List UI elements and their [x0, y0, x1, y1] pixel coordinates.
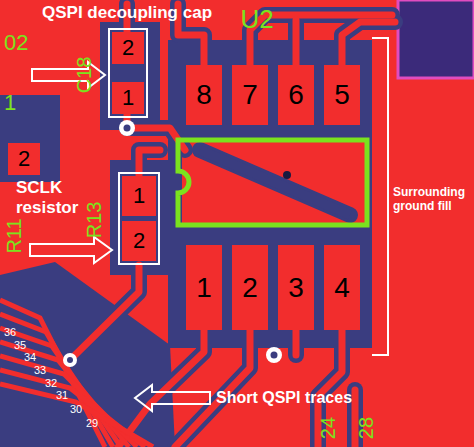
- label-holder: 33: [34, 364, 46, 377]
- reference-designator: 02: [4, 30, 28, 55]
- ic-outline-stroke: [178, 140, 367, 225]
- label-holder: 32: [45, 377, 57, 390]
- callout-text: QSPI decoupling cap: [42, 3, 212, 23]
- smd-pad: 2: [112, 32, 144, 64]
- callout-text: Short QSPI traces: [216, 389, 352, 407]
- callout-arrow: [30, 237, 112, 263]
- label-holder: 02: [4, 30, 28, 55]
- bracket: [372, 38, 388, 355]
- capacitor-outline: C1821: [108, 28, 148, 118]
- pin-number: 24: [317, 417, 340, 439]
- resistor-outline: R1312: [118, 172, 160, 265]
- designator: R13: [83, 202, 105, 239]
- pin-number: 34: [24, 351, 36, 364]
- smd-pad: 2: [8, 143, 40, 175]
- pin-number: 29: [86, 417, 98, 430]
- via: [63, 120, 282, 367]
- label-holder: Short QSPI traces: [216, 389, 352, 407]
- label-holder: 30: [70, 403, 82, 416]
- pin-number: 32: [45, 377, 57, 390]
- pin-number: 6: [288, 81, 304, 109]
- callout-arrow: [135, 385, 210, 411]
- pin-number: 1: [122, 87, 134, 109]
- reference-designator: R11: [3, 218, 26, 253]
- label-holder: 31: [56, 389, 68, 402]
- designator: U2: [240, 4, 273, 34]
- copper-pour: [182, 142, 366, 224]
- ic-pad: 6: [278, 65, 314, 125]
- copper-trace: [70, 4, 395, 447]
- pin-number: 2: [133, 230, 145, 252]
- pin-number: 31: [56, 389, 68, 402]
- pin-number: 28: [355, 417, 378, 439]
- smd-pad: 1: [112, 82, 144, 114]
- trace-clearance: [200, 150, 350, 215]
- smd-pad: 2: [122, 221, 156, 261]
- label-holder: 35: [14, 339, 26, 352]
- pin-number: 2: [242, 274, 258, 302]
- pin-number: 3: [288, 274, 304, 302]
- reference-designator: 1: [4, 90, 16, 115]
- pin-number: 36: [4, 326, 16, 339]
- label-holder: 28: [355, 417, 378, 439]
- pin-number: 7: [242, 81, 258, 109]
- pin-marker: [283, 171, 291, 179]
- label-holder: 34: [24, 351, 36, 364]
- clearance-area: [168, 40, 372, 348]
- designator: C18: [73, 57, 95, 94]
- callout-text: Surrounding ground fill: [393, 186, 469, 214]
- keepout-area: [398, 0, 474, 78]
- pin-number: 1: [196, 274, 212, 302]
- ic-outline: U2: [175, 137, 370, 228]
- label-holder: 1: [4, 90, 16, 115]
- trace-clearance: [70, 4, 395, 447]
- ic-silkscreen: [175, 137, 370, 228]
- pin-number: 35: [14, 339, 26, 352]
- ic-pad: 8: [186, 65, 222, 125]
- label-holder: Surrounding ground fill: [393, 186, 469, 214]
- pin-number: 4: [334, 274, 350, 302]
- ic-pad: 7: [232, 65, 268, 125]
- pin-number: 30: [70, 403, 82, 416]
- designator-holder: R13: [84, 202, 105, 239]
- clearance-area: [100, 22, 168, 275]
- pin-number: 2: [122, 37, 134, 59]
- label-holder: SCLK resistor: [16, 178, 96, 217]
- ic-pad: 4: [324, 245, 360, 330]
- callout-text: SCLK resistor: [16, 178, 96, 217]
- designator-holder: C18: [74, 57, 95, 94]
- label-holder: 29: [86, 417, 98, 430]
- pin-number: 33: [34, 364, 46, 377]
- clearance-area: [0, 262, 175, 447]
- qspi-trace: [0, 370, 145, 447]
- label-holder: 24: [317, 417, 340, 439]
- qspi-trace: [0, 342, 129, 447]
- pin-number: 5: [334, 81, 350, 109]
- smd-pad: 1: [122, 176, 156, 216]
- ic-pad: 1: [186, 245, 222, 330]
- qspi-trace: [0, 384, 153, 447]
- pin-number: 2: [18, 148, 30, 170]
- qspi-trace: [0, 300, 153, 447]
- label-holder: QSPI decoupling cap: [42, 3, 212, 23]
- pin-number: 1: [133, 185, 145, 207]
- label-holder: R11: [3, 218, 26, 253]
- ic-pad: 3: [278, 245, 314, 330]
- ic-pad: 2: [232, 245, 268, 330]
- pin-number: 8: [196, 81, 212, 109]
- ic-pad: 5: [324, 65, 360, 125]
- label-holder: 36: [4, 326, 16, 339]
- designator-holder: U2: [240, 6, 273, 32]
